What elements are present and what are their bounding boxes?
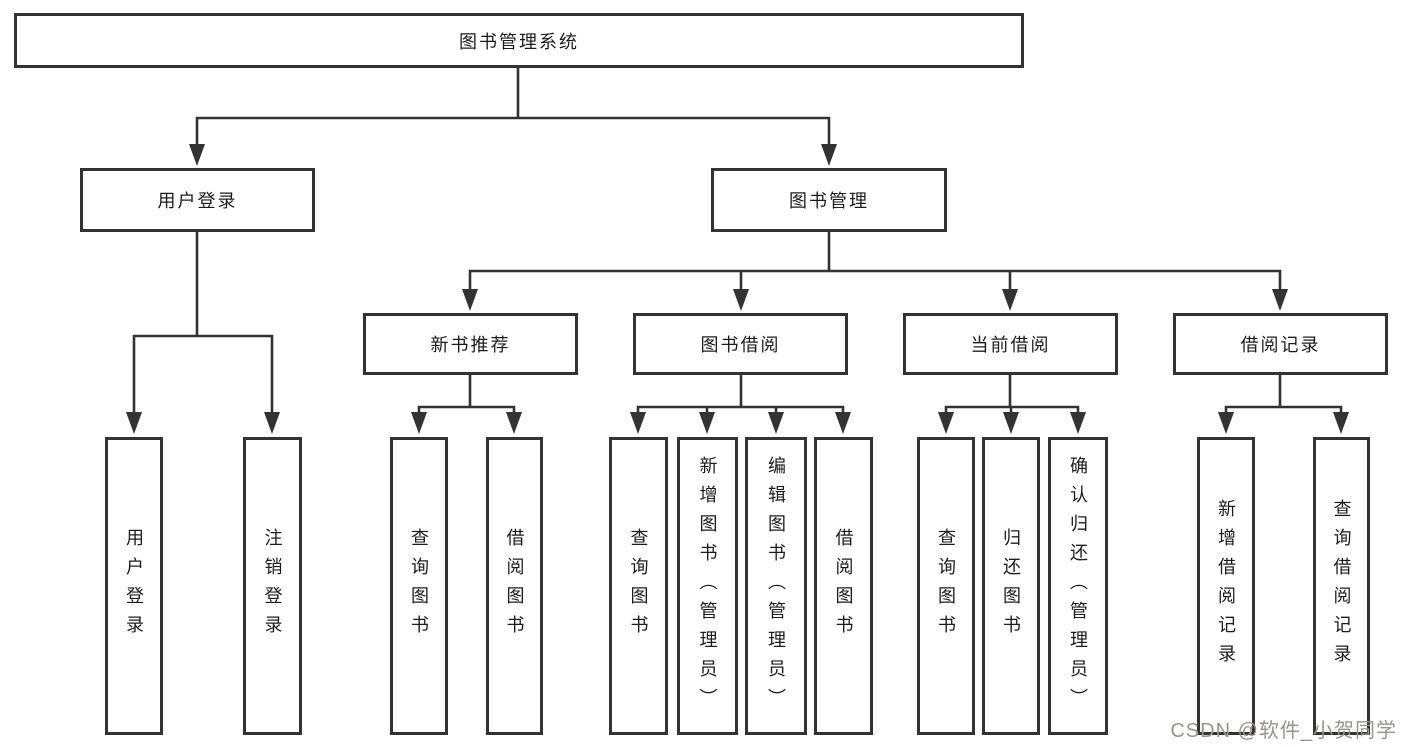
leaf-return-books: 归还图书 <box>982 437 1040 735</box>
node-root-label: 图书管理系统 <box>459 31 579 52</box>
node-book-borrow-label: 图书借阅 <box>700 335 781 355</box>
node-current-borrow-label: 当前借阅 <box>970 335 1051 355</box>
leaf-user-login-label: 用户登录 <box>124 528 144 644</box>
leaf-query-borrow-record: 查询借阅记录 <box>1313 437 1370 735</box>
node-root: 图书管理系统 <box>14 13 1024 68</box>
leaf-add-borrow-record: 新增借阅记录 <box>1197 437 1255 735</box>
leaf-edit-book-admin: 编辑图书（管理员） <box>745 437 807 735</box>
leaf-query-books-current: 查询图书 <box>917 437 975 735</box>
node-user-login-label: 用户登录 <box>157 191 238 211</box>
leaf-confirm-return-admin: 确认归还（管理员） <box>1048 437 1108 735</box>
connector-paths <box>132 66 1343 414</box>
leaf-query-books-recommend: 查询图书 <box>390 437 448 735</box>
leaf-query-books-borrow: 查询图书 <box>609 437 668 735</box>
node-borrow-records-label: 借阅记录 <box>1240 335 1321 355</box>
leaf-add-book-admin: 新增图书（管理员） <box>677 437 738 735</box>
leaf-borrow-books: 借阅图书 <box>814 437 873 735</box>
node-borrow-records: 借阅记录 <box>1173 313 1388 375</box>
node-current-borrow: 当前借阅 <box>903 313 1118 375</box>
leaf-borrow-books-recommend-label: 借阅图书 <box>504 528 525 644</box>
leaf-query-books-current-label: 查询图书 <box>936 528 956 644</box>
arrowheads <box>126 144 1349 434</box>
node-new-book-recommend: 新书推荐 <box>363 313 578 375</box>
node-book-management: 图书管理 <box>711 168 947 232</box>
leaf-query-books-borrow-label: 查询图书 <box>628 528 649 644</box>
leaf-query-borrow-record-label: 查询借阅记录 <box>1331 499 1352 673</box>
leaf-edit-book-admin-label: 编辑图书（管理员） <box>766 455 786 717</box>
leaf-logout: 注销登录 <box>243 437 302 735</box>
leaf-confirm-return-admin-label: 确认归还（管理员） <box>1068 455 1088 717</box>
node-book-management-label: 图书管理 <box>789 191 869 211</box>
leaf-add-book-admin-label: 新增图书（管理员） <box>697 455 718 717</box>
watermark: CSDN @软件_小贺同学 <box>1170 720 1397 742</box>
leaf-user-login: 用户登录 <box>105 437 163 735</box>
leaf-add-borrow-record-label: 新增借阅记录 <box>1216 499 1236 673</box>
leaf-borrow-books-label: 借阅图书 <box>833 528 854 644</box>
node-user-login: 用户登录 <box>80 168 315 232</box>
node-new-book-recommend-label: 新书推荐 <box>430 335 511 355</box>
node-book-borrow: 图书借阅 <box>633 313 848 375</box>
leaf-borrow-books-recommend: 借阅图书 <box>486 437 543 735</box>
leaf-return-books-label: 归还图书 <box>1001 528 1021 644</box>
leaf-query-books-recommend-label: 查询图书 <box>409 528 429 644</box>
leaf-logout-label: 注销登录 <box>262 528 283 644</box>
